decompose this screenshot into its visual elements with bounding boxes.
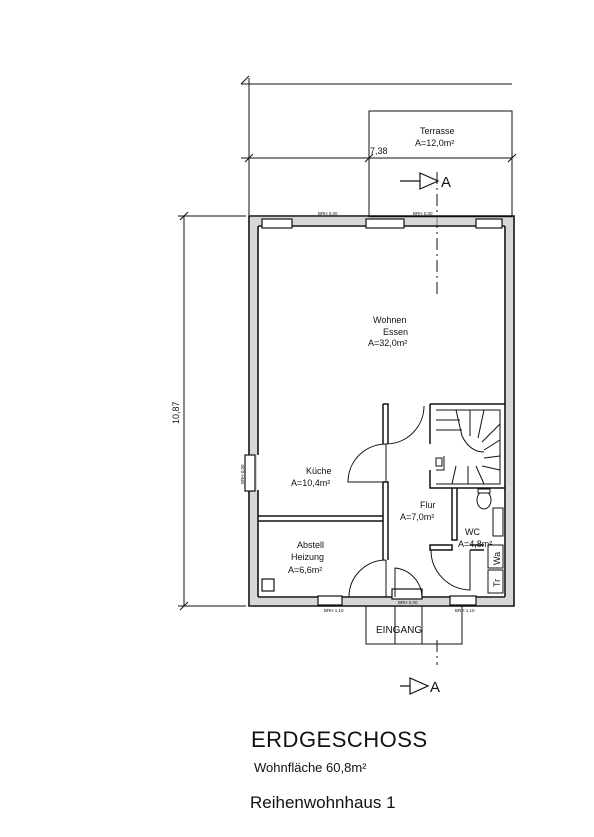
sill-top-right: BRH 0,00 — [413, 211, 433, 216]
door-living — [385, 405, 425, 445]
house-title: Reihenwohnhaus 1 — [250, 793, 396, 812]
entrance-label: EINGANG — [376, 625, 422, 636]
dimension-depth: 10,87 — [171, 401, 181, 424]
living-area: A=32,0m² — [368, 338, 407, 348]
hall-wall — [382, 403, 389, 444]
storage-area: A=6,6m² — [288, 565, 322, 575]
section-marker-top: A — [441, 174, 451, 191]
living-name-2: Essen — [383, 327, 408, 337]
wc-area: A=4,8m² — [458, 539, 492, 549]
wc-wall — [451, 488, 458, 541]
hall-area: A=7,0m² — [400, 512, 434, 522]
window-bottom-right — [449, 595, 477, 606]
window-bottom-left — [317, 595, 343, 606]
washbasin-label: Wa — [492, 552, 502, 565]
window-top-left — [261, 218, 293, 229]
dryer-label: Tr — [492, 579, 502, 587]
section-marker-bottom: A — [430, 679, 440, 696]
sill-bottom-right: BRH 1,10 — [455, 608, 475, 613]
sill-bottom-center: BRH 0,00 — [398, 600, 418, 605]
stair-wall — [429, 403, 505, 489]
living-area-summary: Wohnfläche 60,8m² — [254, 760, 367, 775]
kitchen-area: A=10,4m² — [291, 478, 330, 488]
kitchen-name: Küche — [306, 466, 332, 476]
sill-top-left: BRH 0,00 — [318, 211, 338, 216]
section-arrow-top — [400, 172, 440, 190]
window-top-center — [365, 218, 405, 229]
toilet — [476, 490, 492, 510]
door-storage — [348, 559, 387, 598]
dimension-width: 7,38 — [370, 146, 388, 156]
storage-wall — [258, 515, 383, 522]
sill-left: BRH 0,00 — [240, 464, 245, 484]
washbasin-box — [487, 544, 504, 569]
living-name-1: Wohnen — [373, 315, 406, 325]
window-left — [244, 454, 256, 492]
door-kitchen — [347, 443, 387, 483]
floor-title: ERDGESCHOSS — [251, 727, 428, 752]
terrace-area: A=12,0m² — [415, 138, 454, 148]
hall-name: Flur — [420, 500, 436, 510]
shower-tray — [492, 507, 504, 537]
terrace-name: Terrasse — [420, 126, 455, 136]
door-entrance — [394, 567, 423, 598]
window-top-right — [475, 218, 503, 229]
door-wc — [430, 549, 471, 591]
storage-name-2: Heizung — [291, 552, 324, 562]
section-arrow-bottom — [400, 677, 430, 695]
storage-name-1: Abstell — [297, 540, 324, 550]
sill-bottom-left: BRH 1,10 — [324, 608, 344, 613]
wc-name: WC — [465, 527, 480, 537]
entrance-box — [365, 605, 463, 645]
dryer-box — [487, 569, 504, 594]
